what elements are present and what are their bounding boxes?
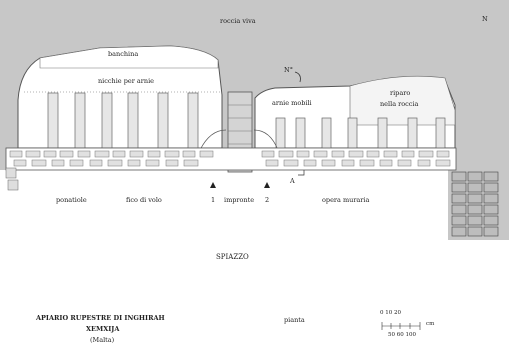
north-label: N°: [284, 66, 293, 74]
front-wall-stones: [9, 150, 451, 167]
shelter-cavity: [349, 75, 456, 126]
imprint-marker-2: [264, 182, 270, 188]
scale-bar: [381, 322, 421, 330]
vault-label: fico di volo: [126, 196, 162, 204]
title-line-1: APIARIO RUPESTRE DI INGHIRAH: [36, 314, 165, 322]
imprint-marker-1: [210, 182, 216, 188]
bench-band: [39, 45, 219, 69]
rock-label: roccia viva: [220, 17, 256, 25]
left-edge-stones: [5, 167, 19, 191]
a-marker-arrow: [298, 170, 305, 176]
title-line-3: (Malta): [90, 336, 115, 344]
masonry-label: opera muraria: [322, 196, 370, 204]
shelter-label: riparo: [390, 89, 411, 97]
scale-ticks-top: 0 10 20: [380, 310, 401, 316]
marker-two-label: 2: [265, 196, 270, 204]
right-masonry-tower: [451, 171, 499, 237]
space-label: SPIAZZO: [216, 253, 249, 261]
imprints-label: impronte: [224, 196, 255, 204]
niches-label: nicchie per arnie: [98, 77, 154, 85]
scale-unit: cm: [426, 321, 435, 327]
door-arc-right: [253, 129, 279, 151]
corner-mark: N: [482, 15, 488, 23]
door-arc-left: [199, 129, 227, 151]
scale-ticks-bottom: 50 60 100: [388, 332, 416, 338]
bench-label: banchina: [108, 50, 139, 58]
plan-label: pianta: [284, 316, 305, 324]
pontiole-label: ponatiole: [56, 196, 87, 204]
north-arrow: [294, 71, 301, 83]
shelter-rock-label: nella roccia: [380, 100, 419, 108]
a-marker-label: A: [290, 177, 295, 185]
title-line-2: XEMXIJA: [86, 325, 120, 333]
mobile-hives-label: arnie mobili: [272, 99, 312, 107]
marker-one-label: 1: [211, 196, 216, 204]
